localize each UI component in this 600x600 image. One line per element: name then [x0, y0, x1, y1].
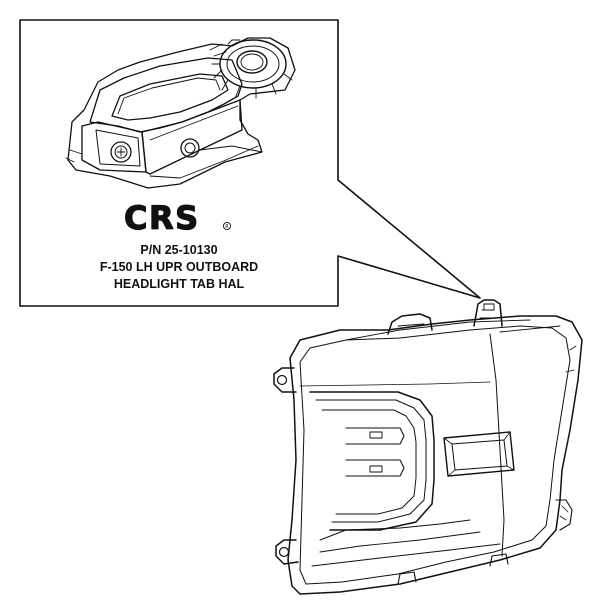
headlight-assembly-drawing — [273, 299, 583, 595]
registered-mark — [222, 221, 232, 231]
headlight-tab-detail-drawing — [65, 37, 296, 189]
registered-mark-letter: R — [225, 224, 229, 230]
callout-frame — [19, 19, 481, 307]
part-number: P/N 25-10130 — [140, 243, 218, 257]
part-description-line-1: F-150 LH UPR OUTBOARD — [99, 260, 259, 274]
part-description-line-2: HEADLIGHT TAB HAL — [113, 277, 245, 291]
crs-logo: CRS — [124, 199, 200, 237]
